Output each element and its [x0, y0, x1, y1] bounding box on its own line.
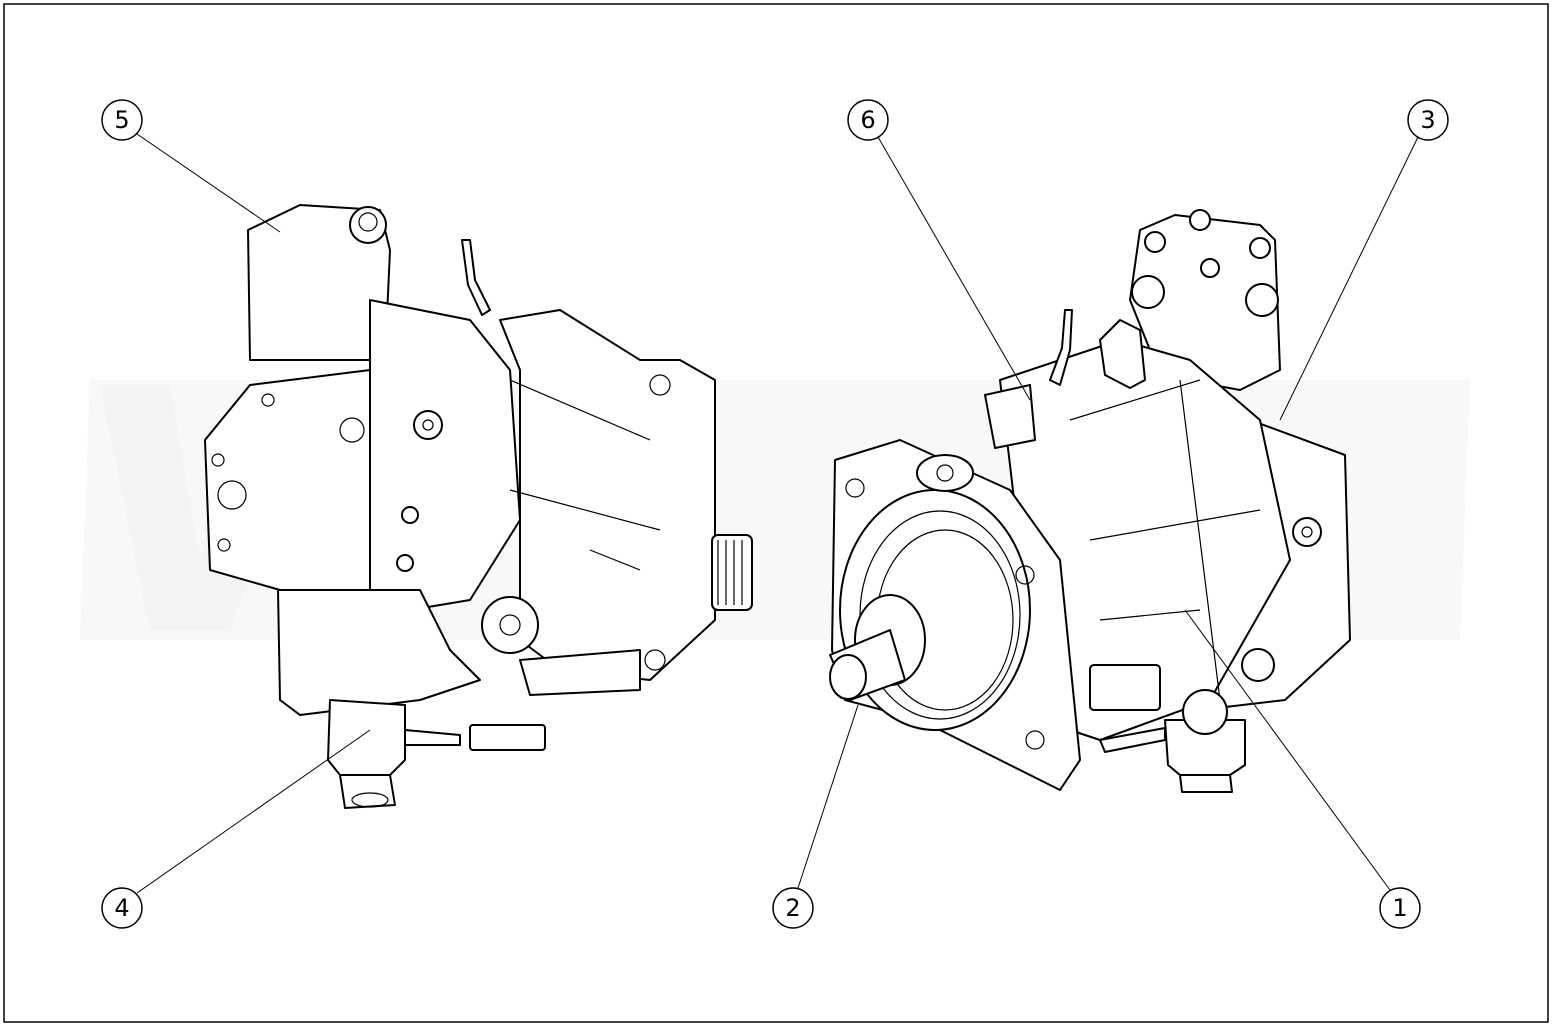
drawing-frame	[3, 3, 1549, 1023]
motor-view-right	[829, 209, 1351, 793]
motor-view-left	[204, 204, 753, 809]
callout-number: 2	[785, 894, 800, 922]
callout-3: 3	[1407, 99, 1449, 141]
callout-number: 4	[114, 894, 129, 922]
callout-number: 6	[860, 106, 875, 134]
callout-2: 2	[772, 887, 814, 929]
callout-4: 4	[101, 887, 143, 929]
callout-number: 1	[1392, 894, 1407, 922]
callout-6: 6	[847, 99, 889, 141]
callout-1: 1	[1379, 887, 1421, 929]
callout-number: 3	[1420, 106, 1435, 134]
callout-number: 5	[114, 106, 129, 134]
leader-lines	[136, 133, 1419, 894]
callout-5: 5	[101, 99, 143, 141]
